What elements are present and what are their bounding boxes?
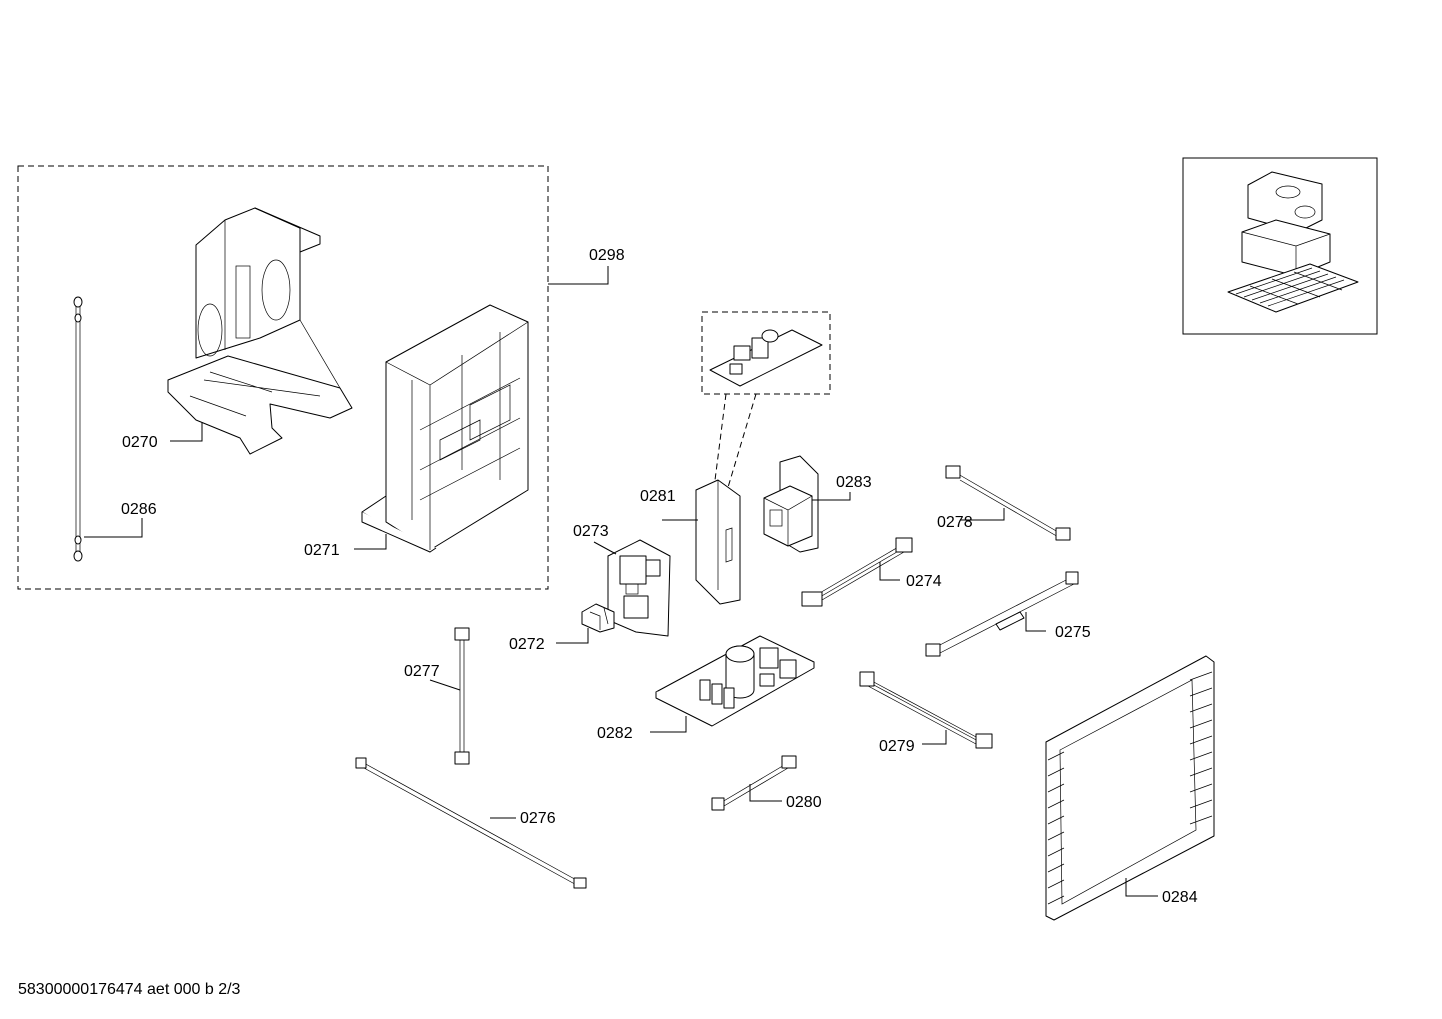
small-clip bbox=[581, 603, 615, 633]
label-0279: 0279 bbox=[879, 738, 915, 755]
label-0273: 0273 bbox=[573, 523, 609, 540]
housing-frame bbox=[361, 304, 529, 553]
ground-wire bbox=[73, 296, 83, 562]
label-0286: 0286 bbox=[121, 501, 157, 518]
mounting-bracket bbox=[167, 207, 353, 455]
label-0272: 0272 bbox=[509, 636, 545, 653]
label-0271: 0271 bbox=[304, 542, 340, 559]
cable-harness-0279 bbox=[859, 671, 993, 749]
label-0280: 0280 bbox=[786, 794, 822, 811]
label-0281: 0281 bbox=[640, 488, 676, 505]
label-0282: 0282 bbox=[597, 725, 633, 742]
drawing-code: 58300000176474 aet 000 b 2/3 bbox=[18, 981, 241, 998]
cable-harness-0276 bbox=[355, 757, 587, 889]
label-0298: 0298 bbox=[589, 247, 625, 264]
cable-harness-0278 bbox=[945, 465, 1071, 541]
cable-harness-0275 bbox=[925, 571, 1079, 657]
control-board bbox=[695, 479, 741, 605]
label-0275: 0275 bbox=[1055, 624, 1091, 641]
label-0276: 0276 bbox=[520, 810, 556, 827]
transformer bbox=[763, 455, 819, 553]
power-board bbox=[655, 635, 815, 727]
relay-board bbox=[607, 539, 671, 637]
control-board-detail bbox=[701, 311, 831, 495]
label-0277: 0277 bbox=[404, 663, 440, 680]
cable-harness-0274 bbox=[801, 537, 913, 607]
label-0270: 0270 bbox=[122, 434, 158, 451]
cable-harness-0277 bbox=[454, 627, 470, 765]
label-0284: 0284 bbox=[1162, 889, 1198, 906]
part-labels: 0298 0270 0286 0271 0281 0283 0273 0272 … bbox=[121, 247, 1198, 906]
cable-harness-0280 bbox=[711, 755, 797, 811]
assembly-group-box bbox=[17, 165, 549, 590]
leader-lines bbox=[84, 266, 1158, 897]
front-grille bbox=[1045, 655, 1215, 921]
overview-thumbnail bbox=[1182, 157, 1378, 335]
label-0283: 0283 bbox=[836, 474, 872, 491]
label-0274: 0274 bbox=[906, 573, 942, 590]
label-0278: 0278 bbox=[937, 514, 973, 531]
